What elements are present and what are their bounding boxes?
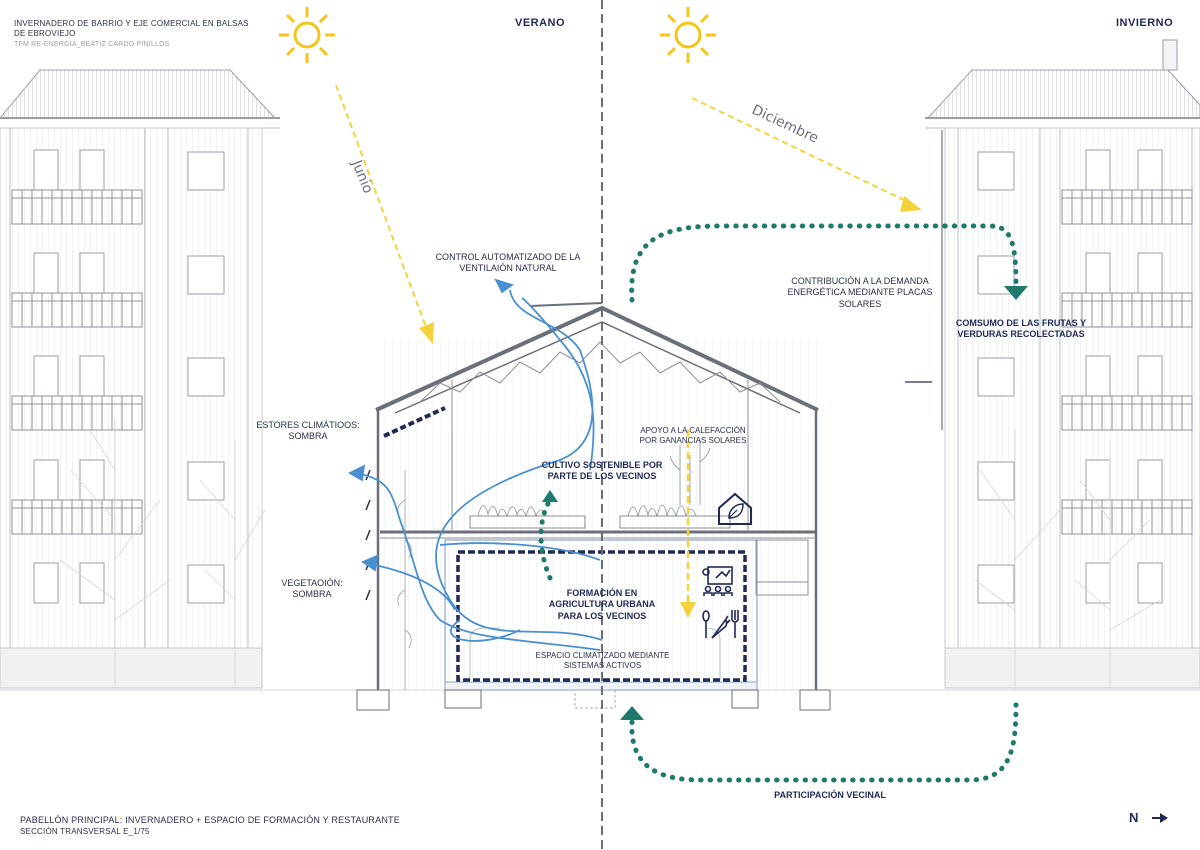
- right-building-balconies: [1061, 189, 1193, 535]
- teaching-board-icon: [702, 566, 733, 596]
- solar-energy-label: CONTRIBUCIÓN A LA DEMANDA ENERGÉTICA MED…: [787, 276, 933, 309]
- training-label: FORMACIÓN EN AGRICULTURA URBANA PARA LOS…: [548, 588, 656, 621]
- house-leaf-icon: [718, 492, 752, 525]
- ventilation-label: CONTROL AUTOMATIZADO DE LA VENTILAIÓN NA…: [435, 252, 581, 274]
- north-label: N: [1129, 810, 1139, 825]
- cultivation-label: CULTIVO SOSTENIBLE POR PARTE DE LOS VECI…: [541, 460, 663, 482]
- vegetation-label: VEGETAOIÓN: SOMBRA: [281, 578, 343, 600]
- heating-label: APOYO A LA CALEFACCIÓN POR GANANCIAS SOL…: [639, 426, 747, 445]
- right-building-windows: [977, 149, 1163, 604]
- footer-subtitle: SECCIÓN TRANSVERSAL E_1/75: [20, 827, 150, 836]
- north-arrow-icon: [1152, 813, 1168, 823]
- project-title-line1: INVERNADERO DE BARRIO Y EJE COMERCIAL EN…: [14, 19, 249, 28]
- winter-sun-ray-arrow: [691, 97, 922, 212]
- project-title-line2: DE EBROVIEJO: [14, 29, 76, 38]
- natural-ventilation-flow: [348, 278, 603, 651]
- consumption-label: COMSUMO DE LAS FRUTAS Y VERDURAS RECOLEC…: [955, 318, 1087, 340]
- left-building-balconies: [11, 189, 143, 535]
- background-trees: [59, 420, 1161, 690]
- participation-label: PARTICIPACIÓN VECINAL: [774, 790, 886, 800]
- footer-title: PABELLÓN PRINCIPAL: INVERNADERO + ESPACI…: [20, 815, 400, 825]
- sun-icon: [660, 7, 716, 63]
- winter-title: INVIERNO: [1116, 17, 1174, 29]
- blinds-label: ESTORES CLIMÁTIOOS: SOMBRA: [256, 420, 360, 442]
- sun-icon: [279, 7, 335, 63]
- summer-sun-ray-arrow: [335, 84, 434, 344]
- summer-title: VERANO: [515, 17, 566, 29]
- participation-flow-loops: [538, 223, 1019, 783]
- utensils-carrot-icon: [702, 610, 739, 639]
- solar-gain-arrow: [680, 430, 696, 618]
- climate-blinds: [383, 406, 446, 438]
- solar-panel-rail: [905, 130, 943, 430]
- participation-flow-arrowheads: [542, 286, 1028, 720]
- climatized-space-label: ESPACIO CLIMATIZADO MEDIANTE SISTEMAS AC…: [535, 651, 670, 670]
- project-author: TFM RE-ENERGIA_BEATIZ CARDO PINILLOS: [14, 41, 170, 48]
- facade-vegetation: [365, 469, 412, 690]
